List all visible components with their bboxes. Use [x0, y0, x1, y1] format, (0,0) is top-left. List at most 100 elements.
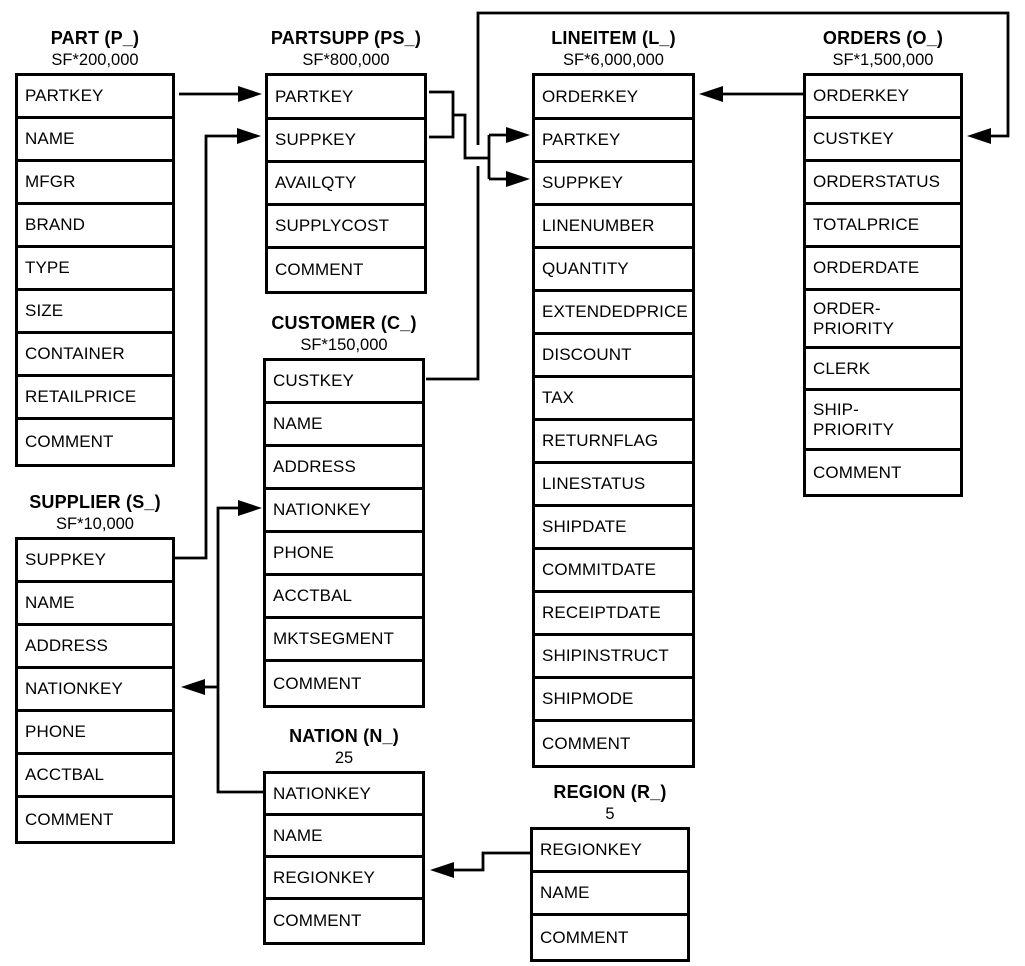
column-lineitem-receiptdate: RECEIPTDATE: [535, 593, 692, 636]
column-label: NAME: [540, 883, 590, 903]
column-label: PHONE: [25, 722, 86, 742]
column-orders-orderpriority: ORDER- PRIORITY: [806, 291, 960, 349]
column-label: EXTENDEDPRICE: [542, 302, 688, 322]
column-lineitem-comment: COMMENT: [535, 722, 692, 765]
column-nation-nationkey: NATIONKEY: [266, 774, 422, 816]
column-label: NAME: [273, 414, 323, 434]
table-title-nation: NATION (N_): [289, 726, 399, 746]
column-label: SHIPMODE: [542, 689, 634, 709]
column-part-partkey: PARTKEY: [18, 76, 172, 119]
column-part-comment: COMMENT: [18, 420, 172, 464]
column-customer-mktsegment: MKTSEGMENT: [266, 619, 422, 662]
column-label: ADDRESS: [273, 457, 356, 477]
arrowhead-icon: [430, 862, 454, 878]
column-label: SUPPKEY: [542, 173, 624, 193]
column-label: CUSTKEY: [813, 129, 894, 149]
column-region-regionkey: REGIONKEY: [533, 830, 687, 873]
column-part-type: TYPE: [18, 248, 172, 291]
column-customer-nationkey: NATIONKEY: [266, 490, 422, 533]
column-label: LINENUMBER: [542, 216, 655, 236]
table-title-orders: ORDERS (O_): [822, 28, 944, 48]
column-customer-comment: COMMENT: [266, 662, 422, 705]
column-label: TOTALPRICE: [813, 215, 920, 235]
column-nation-regionkey: REGIONKEY: [266, 858, 422, 900]
arrowhead-icon: [506, 171, 530, 187]
column-lineitem-commitdate: COMMITDATE: [535, 550, 692, 593]
column-region-comment: COMMENT: [533, 916, 687, 959]
fk-part-partsupp: [179, 86, 262, 102]
column-label: COMMITDATE: [542, 560, 657, 580]
table-cardinality-customer: SF*150,000: [300, 336, 388, 354]
column-label: CLERK: [813, 358, 871, 378]
column-lineitem-tax: TAX: [535, 378, 692, 421]
column-label: COMMENT: [813, 462, 902, 482]
fk-line: [452, 851, 530, 872]
column-lineitem-linestatus: LINESTATUS: [535, 464, 692, 507]
table-cardinality-partsupp: SF*800,000: [302, 51, 390, 69]
table-title-region: REGION (R_): [553, 782, 667, 802]
column-label: NATIONKEY: [273, 783, 371, 803]
column-label: REGIONKEY: [540, 840, 642, 860]
column-label: ORDERSTATUS: [813, 172, 941, 192]
arrowhead-icon: [967, 128, 991, 144]
table-title-lineitem: LINEITEM (L_): [551, 28, 676, 48]
column-label: PARTKEY: [542, 130, 621, 150]
column-supplier-comment: COMMENT: [18, 798, 172, 841]
column-label: RETAILPRICE: [25, 387, 137, 407]
column-label: PARTKEY: [25, 86, 104, 106]
column-label: SHIPINSTRUCT: [542, 646, 669, 666]
table-title-customer: CUSTOMER (C_): [271, 313, 417, 333]
fk-partsupp-lineitem: [429, 90, 530, 187]
column-orders-orderkey: ORDERKEY: [806, 76, 960, 119]
column-label: ACCTBAL: [273, 586, 353, 606]
column-label: PARTKEY: [275, 86, 354, 106]
column-lineitem-quantity: QUANTITY: [535, 249, 692, 292]
column-customer-address: ADDRESS: [266, 447, 422, 490]
fk-orders-lineitem: [699, 86, 803, 102]
column-label: NAME: [25, 129, 75, 149]
fk-nation-supplier: [181, 679, 218, 695]
table-cardinality-part: SF*200,000: [51, 51, 139, 69]
column-part-size: SIZE: [18, 291, 172, 334]
column-supplier-phone: PHONE: [18, 712, 172, 755]
column-lineitem-returnflag: RETURNFLAG: [535, 421, 692, 464]
table-region: REGIONKEY NAME COMMENT: [530, 827, 690, 962]
column-part-retailprice: RETAILPRICE: [18, 377, 172, 420]
column-label: SIZE: [25, 301, 64, 321]
table-lineitem: ORDERKEY PARTKEY SUPPKEY LINENUMBER QUANTITY…: [532, 73, 695, 768]
column-label: CUSTKEY: [273, 371, 354, 391]
column-label: ORDERKEY: [542, 86, 639, 106]
column-label: COMMENT: [542, 733, 631, 753]
column-supplier-acctbal: ACCTBAL: [18, 755, 172, 798]
column-label: RETURNFLAG: [542, 431, 659, 451]
column-partsupp-comment: COMMENT: [268, 249, 424, 291]
column-label: PHONE: [273, 543, 334, 563]
column-label: COMMENT: [275, 260, 364, 280]
column-part-brand: BRAND: [18, 205, 172, 248]
column-partsupp-suppkey: SUPPKEY: [268, 120, 424, 163]
column-label: MKTSEGMENT: [273, 629, 394, 649]
column-lineitem-orderkey: ORDERKEY: [535, 76, 692, 120]
column-label: COMMENT: [25, 432, 114, 452]
column-part-name: NAME: [18, 119, 172, 162]
column-label: DISCOUNT: [542, 345, 632, 365]
column-customer-custkey: CUSTKEY: [266, 361, 422, 404]
column-lineitem-partkey: PARTKEY: [535, 120, 692, 163]
column-customer-name: NAME: [266, 404, 422, 447]
table-cardinality-orders: SF*1,500,000: [832, 51, 934, 69]
column-label: ORDERDATE: [813, 258, 920, 278]
column-label: COMMENT: [273, 673, 362, 693]
arrowhead-icon: [506, 127, 530, 143]
column-label: ORDER- PRIORITY: [813, 299, 895, 338]
column-customer-phone: PHONE: [266, 533, 422, 576]
table-cardinality-supplier: SF*10,000: [56, 515, 134, 533]
table-title-supplier: SUPPLIER (S_): [29, 492, 161, 512]
arrowhead-icon: [237, 128, 261, 144]
column-supplier-address: ADDRESS: [18, 626, 172, 669]
column-label: TAX: [542, 388, 575, 408]
column-part-mfgr: MFGR: [18, 162, 172, 205]
